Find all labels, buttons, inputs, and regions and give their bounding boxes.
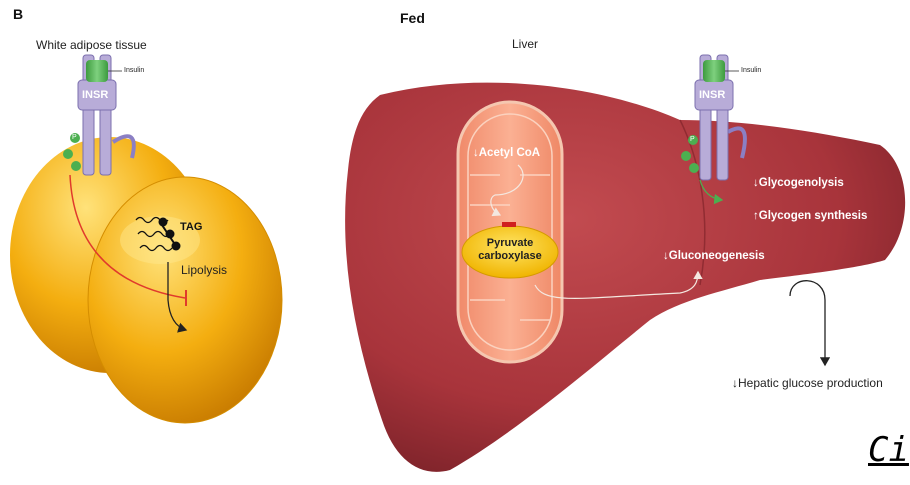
panel-letter: B: [13, 6, 23, 22]
adipose-tissue-label: White adipose tissue: [36, 38, 147, 52]
hepatic-output-arrow: [790, 281, 825, 365]
fed-state-label: Fed: [400, 10, 425, 26]
hepatic-glucose-label: ↓Hepatic glucose production: [732, 376, 883, 390]
gluconeogenesis-label: ↓Gluconeogenesis: [663, 250, 765, 262]
enzyme-label-line1: Pyruvate: [462, 237, 558, 250]
liver-shape: [345, 83, 905, 472]
phospho-label-left: P: [72, 134, 77, 141]
acetyl-coa-label: ↓Acetyl CoA: [473, 147, 540, 159]
receptor-label-right: INSR: [699, 89, 725, 101]
enzyme-label-line2: carboxylase: [462, 250, 558, 263]
pyruvate-carboxylase-label: Pyruvate carboxylase: [462, 237, 558, 263]
insulin-molecule-right: [703, 60, 739, 82]
glycogenolysis-label: ↓Glycogenolysis: [753, 177, 844, 189]
tag-label: TAG: [180, 221, 202, 233]
phospho-label-right: P: [690, 136, 695, 143]
insulin-label-left: Insulin: [124, 67, 144, 74]
insulin-molecule-left: [86, 60, 122, 82]
lipolysis-label: Lipolysis: [181, 263, 227, 277]
citation-fragment: Ci: [868, 430, 909, 470]
glycogen-synthesis-label: ↑Glycogen synthesis: [753, 210, 867, 222]
insulin-label-right: Insulin: [741, 67, 761, 74]
liver-label: Liver: [512, 37, 538, 51]
receptor-label-left: INSR: [82, 89, 108, 101]
